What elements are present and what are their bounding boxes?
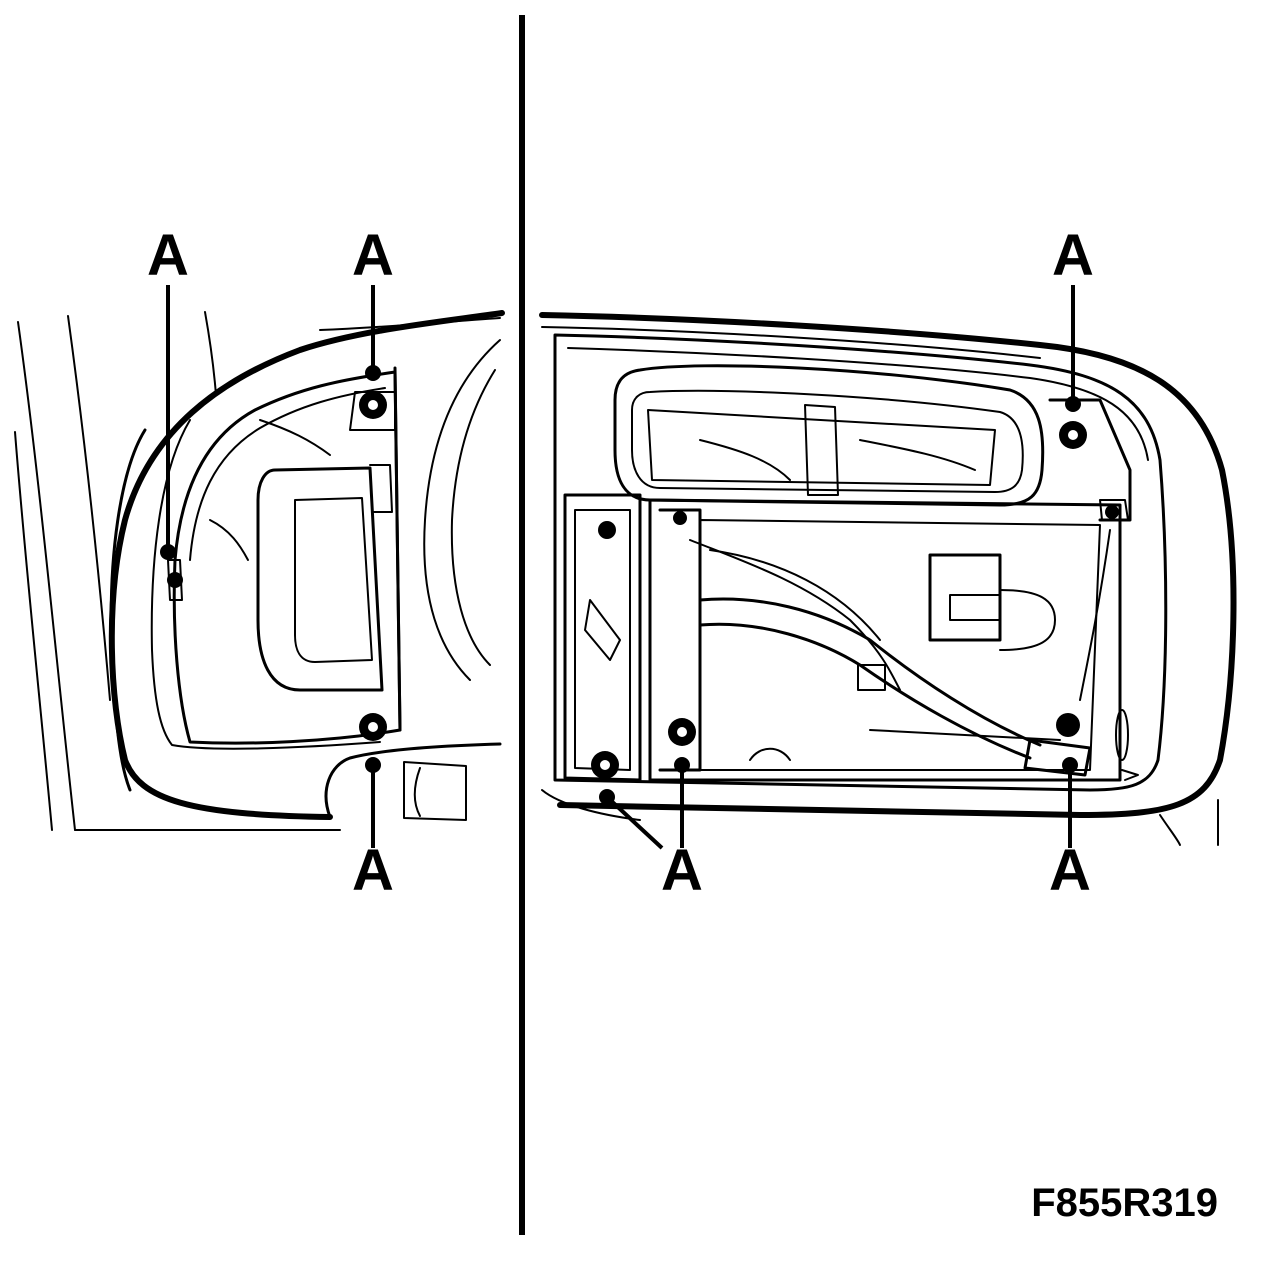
adjuster-frame-right <box>648 498 1122 782</box>
left-panel-fasteners <box>167 391 387 741</box>
left-mounting-column <box>563 493 642 782</box>
fastener-screw-lower-right <box>1056 713 1080 737</box>
callout-right-top: A <box>1052 223 1094 288</box>
figure-id: F855R319 <box>1031 1181 1218 1225</box>
mirror-shell-outer <box>108 310 505 820</box>
backing-plate <box>553 333 1168 792</box>
right-panel-leaders <box>599 285 1081 850</box>
callout-left-top: A <box>352 223 394 288</box>
wiring-harness <box>698 597 1042 747</box>
door-pillar-lines <box>14 311 341 831</box>
left-panel-leaders <box>160 285 381 848</box>
fastener-screw-frame-top <box>673 511 687 525</box>
callout-left-side: A <box>147 223 189 288</box>
callout-right-bottom-right: A <box>1049 838 1091 903</box>
adjuster-frame <box>256 466 384 692</box>
callout-labels: A A A A A A <box>147 223 1094 903</box>
fastener-screw-left-column-top <box>598 521 616 539</box>
left-panel-mirror-housing <box>14 310 505 831</box>
callout-right-bottom-left: A <box>661 838 703 903</box>
right-panel-mirror-housing <box>539 312 1237 846</box>
right-panel-fasteners <box>591 421 1119 779</box>
callout-left-bottom: A <box>352 838 394 903</box>
mirror-shell-outer-right <box>539 312 1237 818</box>
electrical-connector <box>1023 738 1092 777</box>
fastener-screw-bracket <box>1105 505 1119 519</box>
fastener-clip-side <box>167 572 183 588</box>
motor-housing <box>613 364 1045 507</box>
